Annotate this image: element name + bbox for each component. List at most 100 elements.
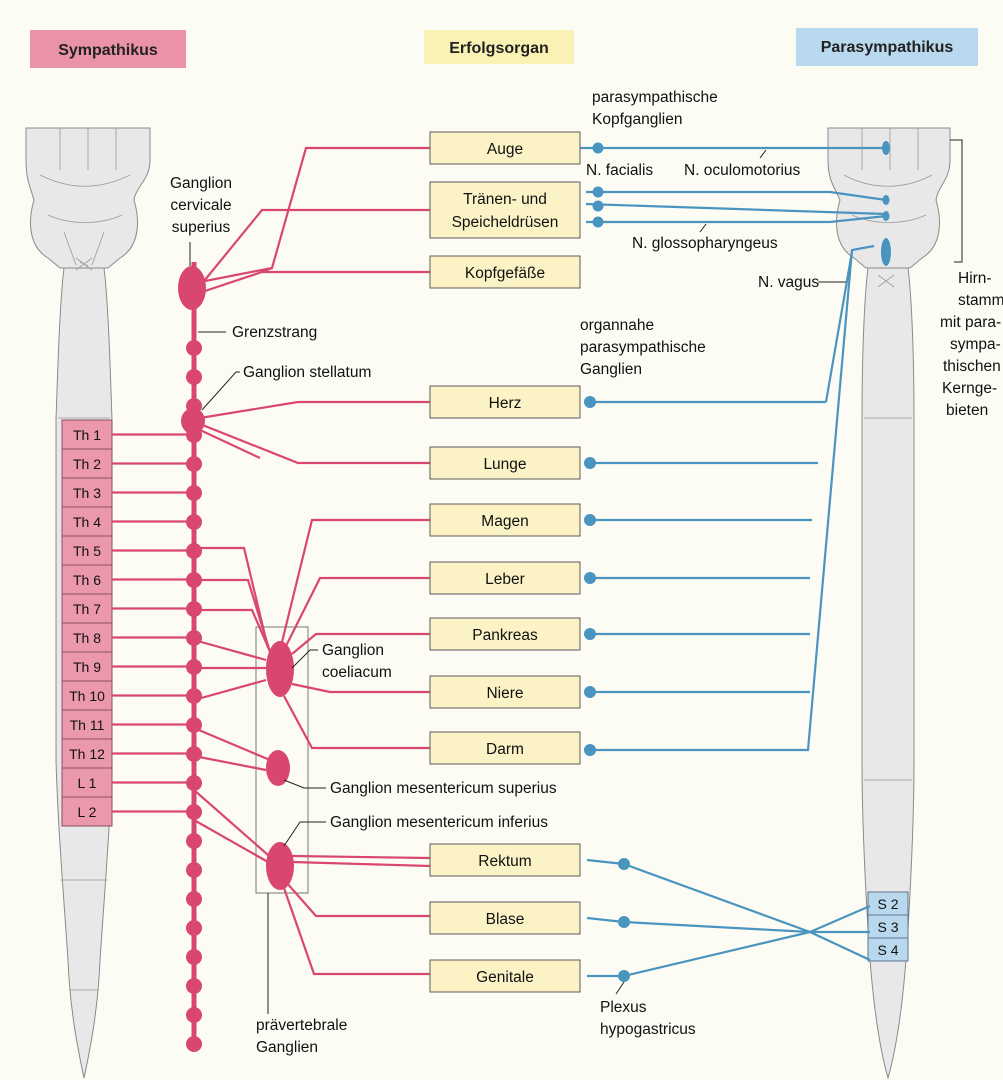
spinal-segment-label: Th 5: [73, 543, 101, 559]
pointer-n-glossopharyngeus: [700, 224, 706, 232]
spinal-segment: L 1: [62, 768, 112, 797]
label-grenzstrang: Grenzstrang: [232, 324, 317, 341]
ganglion-cervicale-superius: [178, 266, 206, 310]
label-n-facialis: N. facialis: [586, 162, 653, 179]
trunk-ganglion: [186, 340, 202, 356]
organ-box: Magen: [430, 504, 580, 536]
label-ganglion-mes-sup: Ganglion mesentericum superius: [330, 780, 557, 797]
pointer-ganglion-coeliacum: [292, 650, 318, 668]
header-parasympathikus-label: Parasympathikus: [821, 39, 954, 56]
parasympathetic-labels: parasympathische Kopfganglien N. faciali…: [580, 89, 1003, 1038]
spinal-segment-label: Th 9: [73, 659, 101, 675]
label-hirnstamm-5: thischen: [943, 358, 1001, 375]
label-hirnstamm-2: stamm: [958, 292, 1003, 309]
spinal-segment-label: Th 6: [73, 572, 101, 588]
label-hirnstamm-7: bieten: [946, 402, 988, 419]
kopfganglion-1: [593, 187, 604, 198]
pointer-plexus: [616, 982, 624, 994]
splanchnic-th6: [194, 580, 270, 652]
sym-path-herz: [200, 402, 430, 418]
para-path-genitale: [587, 932, 810, 976]
label-organnahe-3: Ganglien: [580, 361, 642, 378]
spinal-segment: Th 1: [62, 420, 112, 449]
trunk-ganglion: [186, 1036, 202, 1052]
organ-label: Lunge: [483, 456, 526, 473]
pointer-ganglion-mes-sup: [284, 780, 326, 788]
ganglion-mesentericum-inferius: [266, 842, 294, 890]
organnahes-ganglion: [584, 686, 596, 698]
plexus-ganglion-rektum: [618, 858, 630, 870]
label-kopfganglien-1: parasympathische: [592, 89, 718, 106]
thoracolumbar-segments: Th 1Th 2Th 3Th 4Th 5Th 6Th 7Th 8Th 9Th 1…: [62, 420, 112, 826]
label-ganglion-cervicale-1: Ganglion: [170, 175, 232, 192]
spinal-segment-label: Th 3: [73, 485, 101, 501]
label-n-glossopharyngeus: N. glossopharyngeus: [632, 235, 778, 252]
spinal-segment: Th 7: [62, 594, 112, 623]
organ-label: Genitale: [476, 969, 534, 986]
left-spinal-cord: Th 1Th 2Th 3Th 4Th 5Th 6Th 7Th 8Th 9Th 1…: [26, 128, 150, 1078]
organ-label: Kopfgefäße: [465, 265, 545, 282]
kopfganglion-2: [593, 201, 604, 212]
spinal-segment: Th 6: [62, 565, 112, 594]
splanchnic-th10: [194, 680, 266, 700]
label-ganglion-coeliacum-1: Ganglion: [322, 642, 384, 659]
sym-path-rektum: [292, 856, 430, 858]
organ-label: Niere: [486, 685, 523, 702]
label-hirnstamm-1: Hirn-: [958, 270, 992, 287]
sacral-segment-label: S 2: [877, 896, 898, 912]
trunk-ganglion: [186, 920, 202, 936]
right-spinal-cord: S 2S 3S 4: [828, 128, 950, 1078]
trunk-ganglion: [186, 1007, 202, 1023]
sympathetic-system: [112, 148, 430, 1052]
spinal-segment: Th 9: [62, 652, 112, 681]
trunk-ganglion: [186, 949, 202, 965]
sym-path-lunge: [200, 424, 430, 463]
header-erfolgsorgan-label: Erfolgsorgan: [449, 40, 549, 57]
organ-label: Herz: [489, 395, 522, 412]
splanchnic-th8: [194, 640, 266, 660]
kopfganglion-auge: [593, 143, 604, 154]
spinal-segment-label: Th 2: [73, 456, 101, 472]
label-hirnstamm-4: sympa-: [950, 336, 1001, 353]
label-n-vagus: N. vagus: [758, 274, 819, 291]
organ-box: Niere: [430, 676, 580, 708]
spinal-segment: Th 10: [62, 681, 112, 710]
trunk-ganglion: [186, 833, 202, 849]
label-praevertebrale-1: prävertebrale: [256, 1017, 347, 1034]
header-sympathikus: Sympathikus: [30, 30, 186, 68]
spinal-segment-label: Th 7: [73, 601, 101, 617]
spinal-segment: Th 2: [62, 449, 112, 478]
organ-label: Tränen- und: [463, 191, 547, 208]
label-praevertebrale-2: Ganglien: [256, 1039, 318, 1056]
organ-box: Rektum: [430, 844, 580, 876]
kerngebiet-facialis: [883, 195, 890, 205]
header-parasympathikus: Parasympathikus: [796, 28, 978, 66]
spinal-segment-label: Th 11: [70, 717, 105, 733]
spinal-segment-label: Th 12: [69, 746, 105, 762]
splanchnic-th5: [194, 548, 268, 648]
plexus-ganglion-genitale: [618, 970, 630, 982]
organnahes-ganglion: [584, 572, 596, 584]
header-erfolgsorgan: Erfolgsorgan: [424, 30, 574, 64]
pointer-hirnstamm: [950, 140, 962, 262]
label-ganglion-cervicale-3: superius: [172, 219, 231, 236]
kerngebiet-vagus: [881, 238, 891, 266]
trunk-ganglion: [186, 891, 202, 907]
organnahes-ganglion: [584, 744, 596, 756]
label-kopfganglien-2: Kopfganglien: [592, 111, 683, 128]
spinal-segment: Th 3: [62, 478, 112, 507]
spinal-segment-label: Th 10: [69, 688, 105, 704]
spinal-segment-label: Th 1: [73, 427, 101, 443]
label-ganglion-stellatum: Ganglion stellatum: [243, 364, 371, 381]
trunk-ganglion: [186, 862, 202, 878]
organnahes-ganglion: [584, 514, 596, 526]
organ-label: Darm: [486, 741, 524, 758]
organ-label-line2: Speicheldrüsen: [452, 214, 559, 231]
label-plexus-2: hypogastricus: [600, 1021, 696, 1038]
sym-path-niere: [292, 684, 430, 692]
spinal-segment: L 2: [62, 797, 112, 826]
spinal-segment-label: Th 4: [73, 514, 101, 530]
plexus-ganglion-blase: [618, 916, 630, 928]
organ-box: Pankreas: [430, 618, 580, 650]
spinal-segment: Th 4: [62, 507, 112, 536]
